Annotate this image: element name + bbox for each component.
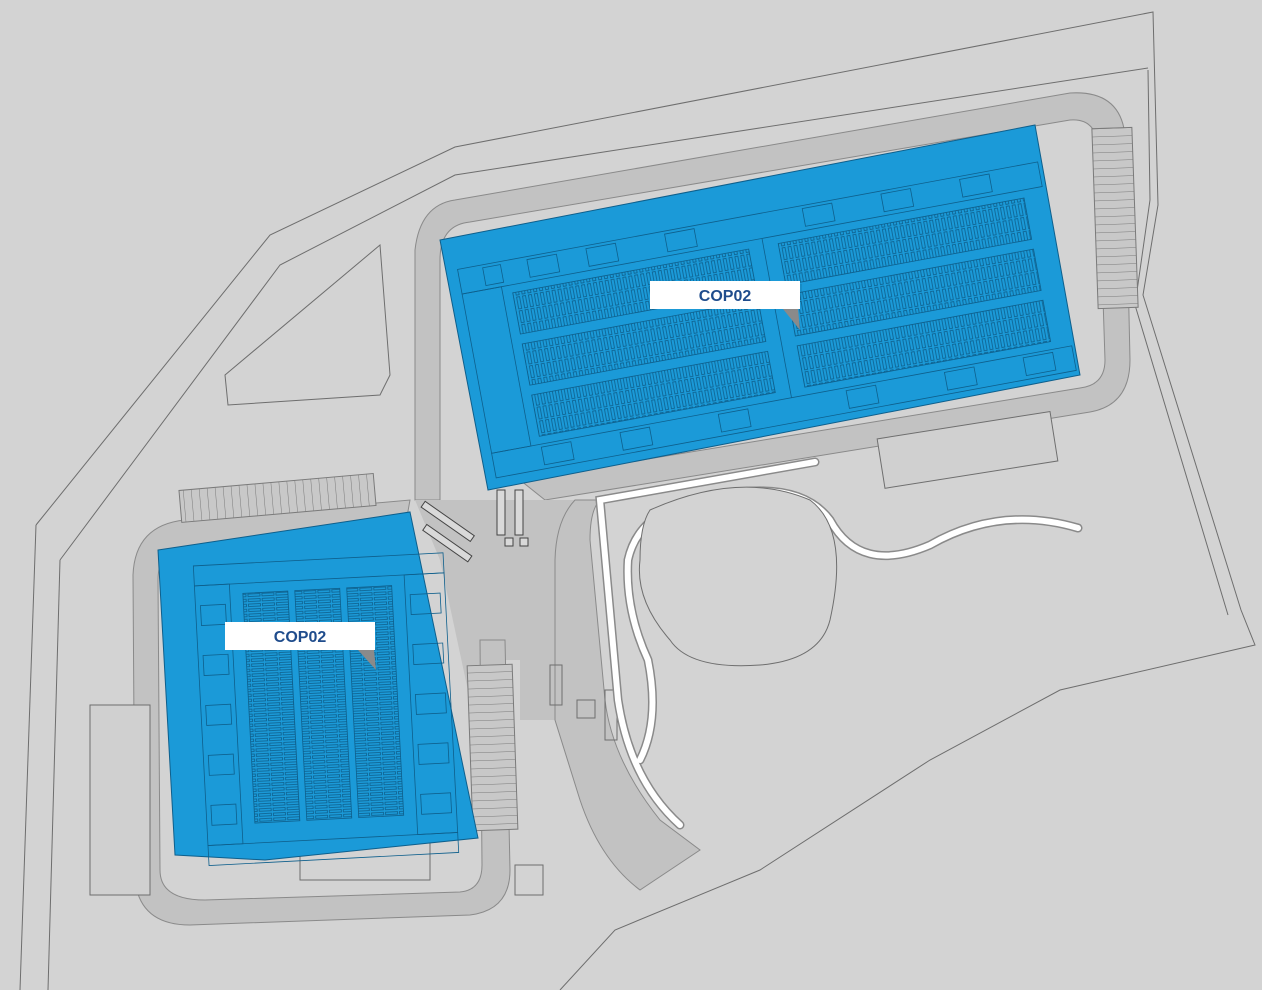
site-outlines xyxy=(89,410,1059,896)
label-south-building[interactable]: COP02 xyxy=(225,622,376,670)
loading-dock-south-east xyxy=(466,663,519,832)
label-background xyxy=(225,622,375,650)
label-north-building[interactable]: COP02 xyxy=(650,281,802,330)
parcel-triangle xyxy=(224,243,391,406)
rack-block xyxy=(531,350,776,437)
loading-dock-north-east xyxy=(1091,126,1139,310)
label-text: COP02 xyxy=(274,629,327,646)
rack-block xyxy=(777,197,1033,286)
site-boundary xyxy=(19,11,1256,990)
trucks xyxy=(420,489,529,563)
green-area xyxy=(638,486,838,667)
building-south xyxy=(157,511,479,866)
label-background xyxy=(650,281,800,309)
rack-block xyxy=(796,299,1052,388)
rack-block xyxy=(512,248,757,335)
rack-block xyxy=(521,299,767,386)
label-text: COP02 xyxy=(699,288,752,305)
loading-dock-south-west xyxy=(178,472,377,523)
